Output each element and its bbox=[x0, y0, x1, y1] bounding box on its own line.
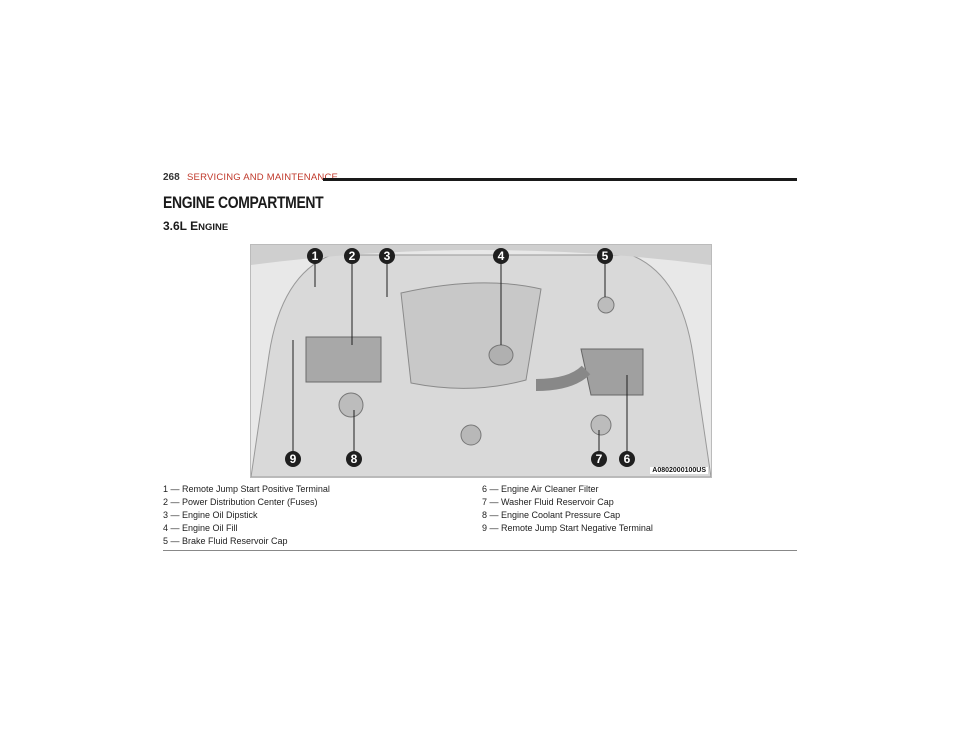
engine-illustration: 1 2 3 4 5 6 7 8 9 bbox=[251, 245, 711, 477]
callout-9: 9 bbox=[285, 451, 301, 467]
callout-1: 1 bbox=[307, 248, 323, 264]
fuse-box-shape bbox=[305, 336, 382, 383]
subtitle-small-caps: NGINE bbox=[198, 222, 229, 233]
page-header: 268 SERVICING AND MAINTENANCE bbox=[163, 172, 797, 186]
svg-text:3: 3 bbox=[384, 249, 391, 263]
washer-reservoir-shape bbox=[590, 414, 612, 436]
legend-item-8: 8 — Engine Coolant Pressure Cap bbox=[482, 510, 621, 520]
intake-duct-shape bbox=[535, 365, 591, 391]
legend-item-6: 6 — Engine Air Cleaner Filter bbox=[482, 484, 599, 494]
svg-text:5: 5 bbox=[602, 249, 609, 263]
callout-7: 7 bbox=[591, 451, 607, 467]
engine-cover bbox=[400, 282, 542, 389]
callout-8: 8 bbox=[346, 451, 362, 467]
legend-item-2: 2 — Power Distribution Center (Fuses) bbox=[163, 497, 318, 507]
callout-3: 3 bbox=[379, 248, 395, 264]
figure-code: A0802000100US bbox=[650, 467, 708, 474]
page-title: ENGINE COMPARTMENT bbox=[163, 193, 324, 212]
callout-6: 6 bbox=[619, 451, 635, 467]
strut-tower-shape bbox=[460, 424, 482, 446]
engine-compartment-figure: 1 2 3 4 5 6 7 8 9 A0802000100US bbox=[250, 244, 712, 478]
legend-rule bbox=[163, 550, 797, 551]
svg-text:9: 9 bbox=[290, 452, 297, 466]
header-rule bbox=[323, 178, 797, 181]
legend-item-5: 5 — Brake Fluid Reservoir Cap bbox=[163, 536, 288, 546]
legend-item-7: 7 — Washer Fluid Reservoir Cap bbox=[482, 497, 614, 507]
brake-reservoir-shape bbox=[597, 296, 615, 314]
subtitle-main: 3.6L E bbox=[163, 219, 199, 233]
oil-fill-cap-shape bbox=[488, 344, 514, 366]
legend-item-9: 9 — Remote Jump Start Negative Terminal bbox=[482, 523, 653, 533]
section-name: SERVICING AND MAINTENANCE bbox=[187, 172, 339, 183]
callout-4: 4 bbox=[493, 248, 509, 264]
page-number: 268 bbox=[163, 172, 180, 183]
svg-text:6: 6 bbox=[624, 452, 631, 466]
coolant-reservoir-shape bbox=[338, 392, 364, 418]
svg-text:7: 7 bbox=[596, 452, 603, 466]
callout-2: 2 bbox=[344, 248, 360, 264]
legend-item-4: 4 — Engine Oil Fill bbox=[163, 523, 238, 533]
svg-text:8: 8 bbox=[351, 452, 358, 466]
svg-text:1: 1 bbox=[312, 249, 319, 263]
air-filter-shape bbox=[580, 348, 644, 396]
callout-5: 5 bbox=[597, 248, 613, 264]
subtitle: 3.6L ENGINE bbox=[163, 219, 228, 233]
legend-item-3: 3 — Engine Oil Dipstick bbox=[163, 510, 258, 520]
svg-text:2: 2 bbox=[349, 249, 356, 263]
hood-edge bbox=[251, 245, 711, 265]
svg-text:4: 4 bbox=[498, 249, 505, 263]
legend-item-1: 1 — Remote Jump Start Positive Terminal bbox=[163, 484, 330, 494]
